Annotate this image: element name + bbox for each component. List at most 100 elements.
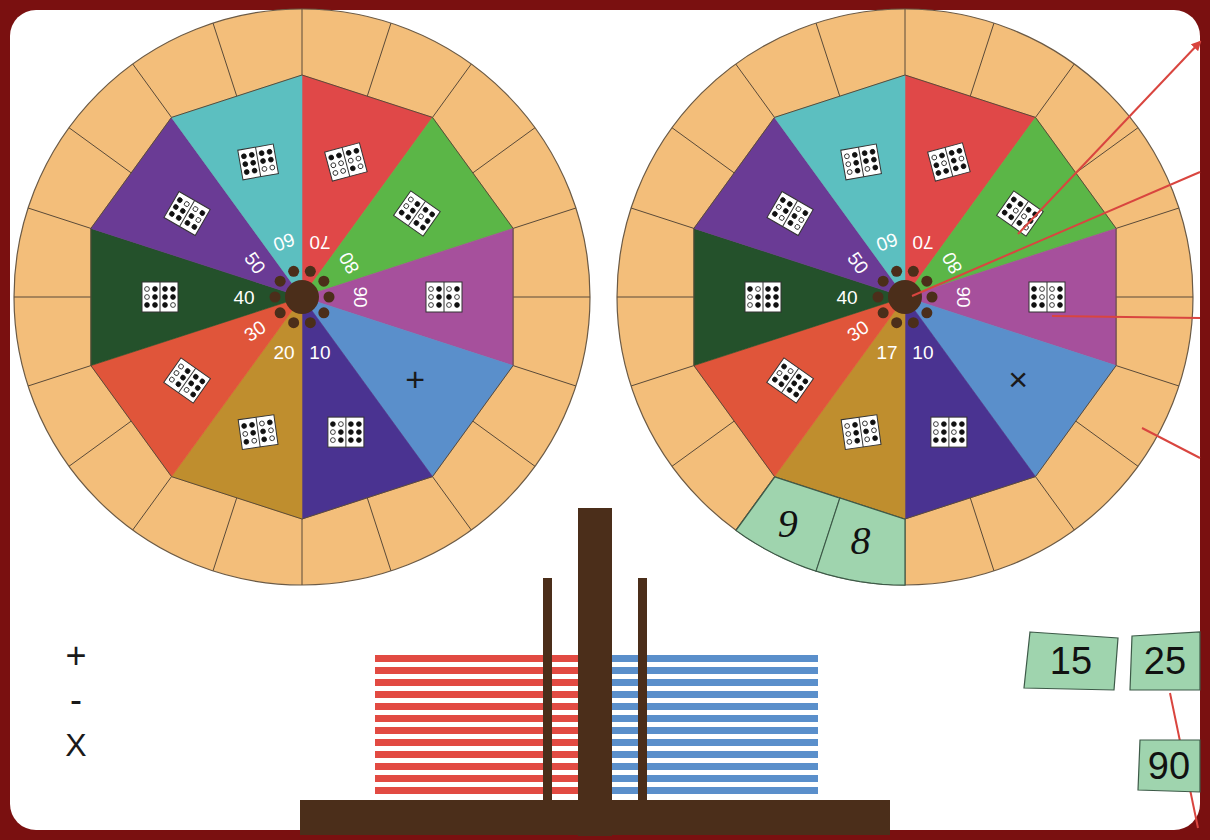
peg-dot [927, 292, 938, 303]
braille-dot [1021, 213, 1028, 220]
braille-dot [953, 165, 959, 171]
blue-bar [600, 775, 818, 782]
braille-dot [260, 158, 266, 164]
braille-card [841, 144, 882, 180]
braille-dot [455, 303, 460, 308]
outer-ring [14, 9, 590, 585]
braille-card-face [164, 358, 211, 403]
braille-dot [766, 295, 771, 300]
peg-dot [878, 276, 889, 287]
ring-divider [617, 297, 694, 298]
stand-base [300, 800, 890, 835]
ring-divider [1116, 208, 1179, 228]
braille-dot [1050, 295, 1055, 300]
ring-divider [473, 421, 535, 466]
braille-dot [782, 208, 789, 215]
red-bar [375, 763, 590, 770]
braille-dot [346, 150, 352, 156]
sector-number: 90 [954, 286, 973, 307]
card-outline [1130, 632, 1200, 690]
braille-card-face [164, 192, 210, 236]
braille-dot [267, 420, 272, 425]
braille-dot [802, 210, 809, 217]
ring-divider [513, 297, 590, 298]
braille-dot [778, 215, 785, 222]
centre-post [578, 508, 612, 836]
red-bar [375, 679, 590, 686]
card-number: 25 [1144, 642, 1186, 680]
braille-dot [447, 287, 452, 292]
braille-dot [249, 422, 254, 427]
ring-divider [133, 477, 172, 530]
braille-dot [1040, 287, 1045, 292]
peg-dot [275, 307, 286, 318]
red-bar [375, 787, 590, 794]
braille-dot [786, 387, 793, 394]
braille-dot [795, 206, 802, 213]
card-text-holder: 8 [816, 498, 905, 585]
braille-dot [339, 438, 344, 443]
colour-sector [905, 297, 1036, 519]
braille-dot [244, 169, 250, 175]
card-text-holder: 25 [1130, 632, 1200, 690]
braille-card-face [745, 282, 781, 312]
peg-dot [305, 266, 316, 277]
peg-dot [891, 266, 902, 277]
braille-dot [175, 215, 182, 222]
braille-dot [270, 165, 276, 171]
braille-dot [786, 201, 793, 208]
braille-card-face [1029, 282, 1065, 312]
braille-card [767, 358, 814, 403]
braille-dot [145, 287, 150, 292]
sector-number: 10 [912, 343, 933, 362]
braille-card-divider [180, 201, 195, 227]
ring-divider [432, 477, 471, 530]
braille-dot [407, 196, 414, 203]
braille-card [325, 143, 368, 181]
colour-sector [775, 75, 906, 297]
number-wheel [14, 9, 590, 585]
ring-divider [1076, 128, 1138, 173]
braille-card-divider [345, 417, 346, 447]
ring-divider [970, 23, 994, 96]
braille-card-divider [763, 282, 764, 312]
braille-dot [169, 211, 176, 218]
braille-card [426, 282, 462, 312]
braille-dot [952, 438, 957, 443]
braille-dot [145, 303, 150, 308]
braille-dot [774, 303, 779, 308]
braille-dot [772, 376, 779, 383]
red-bar [375, 727, 590, 734]
number-card: 15 [1024, 632, 1118, 690]
braille-dot [1008, 214, 1015, 221]
braille-card-divider [256, 417, 260, 447]
braille-dot [429, 211, 436, 218]
braille-card [394, 191, 441, 236]
ring-divider [672, 128, 734, 173]
braille-dot [191, 224, 198, 231]
braille-dot [847, 169, 853, 175]
card-number: 15 [1050, 642, 1092, 680]
braille-dot [184, 368, 191, 375]
braille-dot [802, 378, 809, 385]
braille-dot [429, 295, 434, 300]
ring-divider [14, 297, 91, 298]
braille-card-face [841, 144, 882, 180]
braille-dot [1025, 206, 1032, 213]
braille-dot [960, 438, 965, 443]
braille-dot [177, 197, 184, 204]
braille-dot [871, 157, 877, 163]
braille-dot [748, 287, 753, 292]
braille-dot [184, 220, 191, 227]
wheel-hub [285, 280, 319, 314]
blue-bar [600, 751, 818, 758]
peg-dot [275, 276, 286, 287]
braille-dot [778, 381, 785, 388]
ring-divider [133, 64, 172, 117]
braille-dot [268, 428, 273, 433]
card-outline [1024, 632, 1118, 690]
braille-dot [420, 224, 427, 231]
braille-dot [872, 436, 877, 441]
braille-dot [145, 295, 150, 300]
